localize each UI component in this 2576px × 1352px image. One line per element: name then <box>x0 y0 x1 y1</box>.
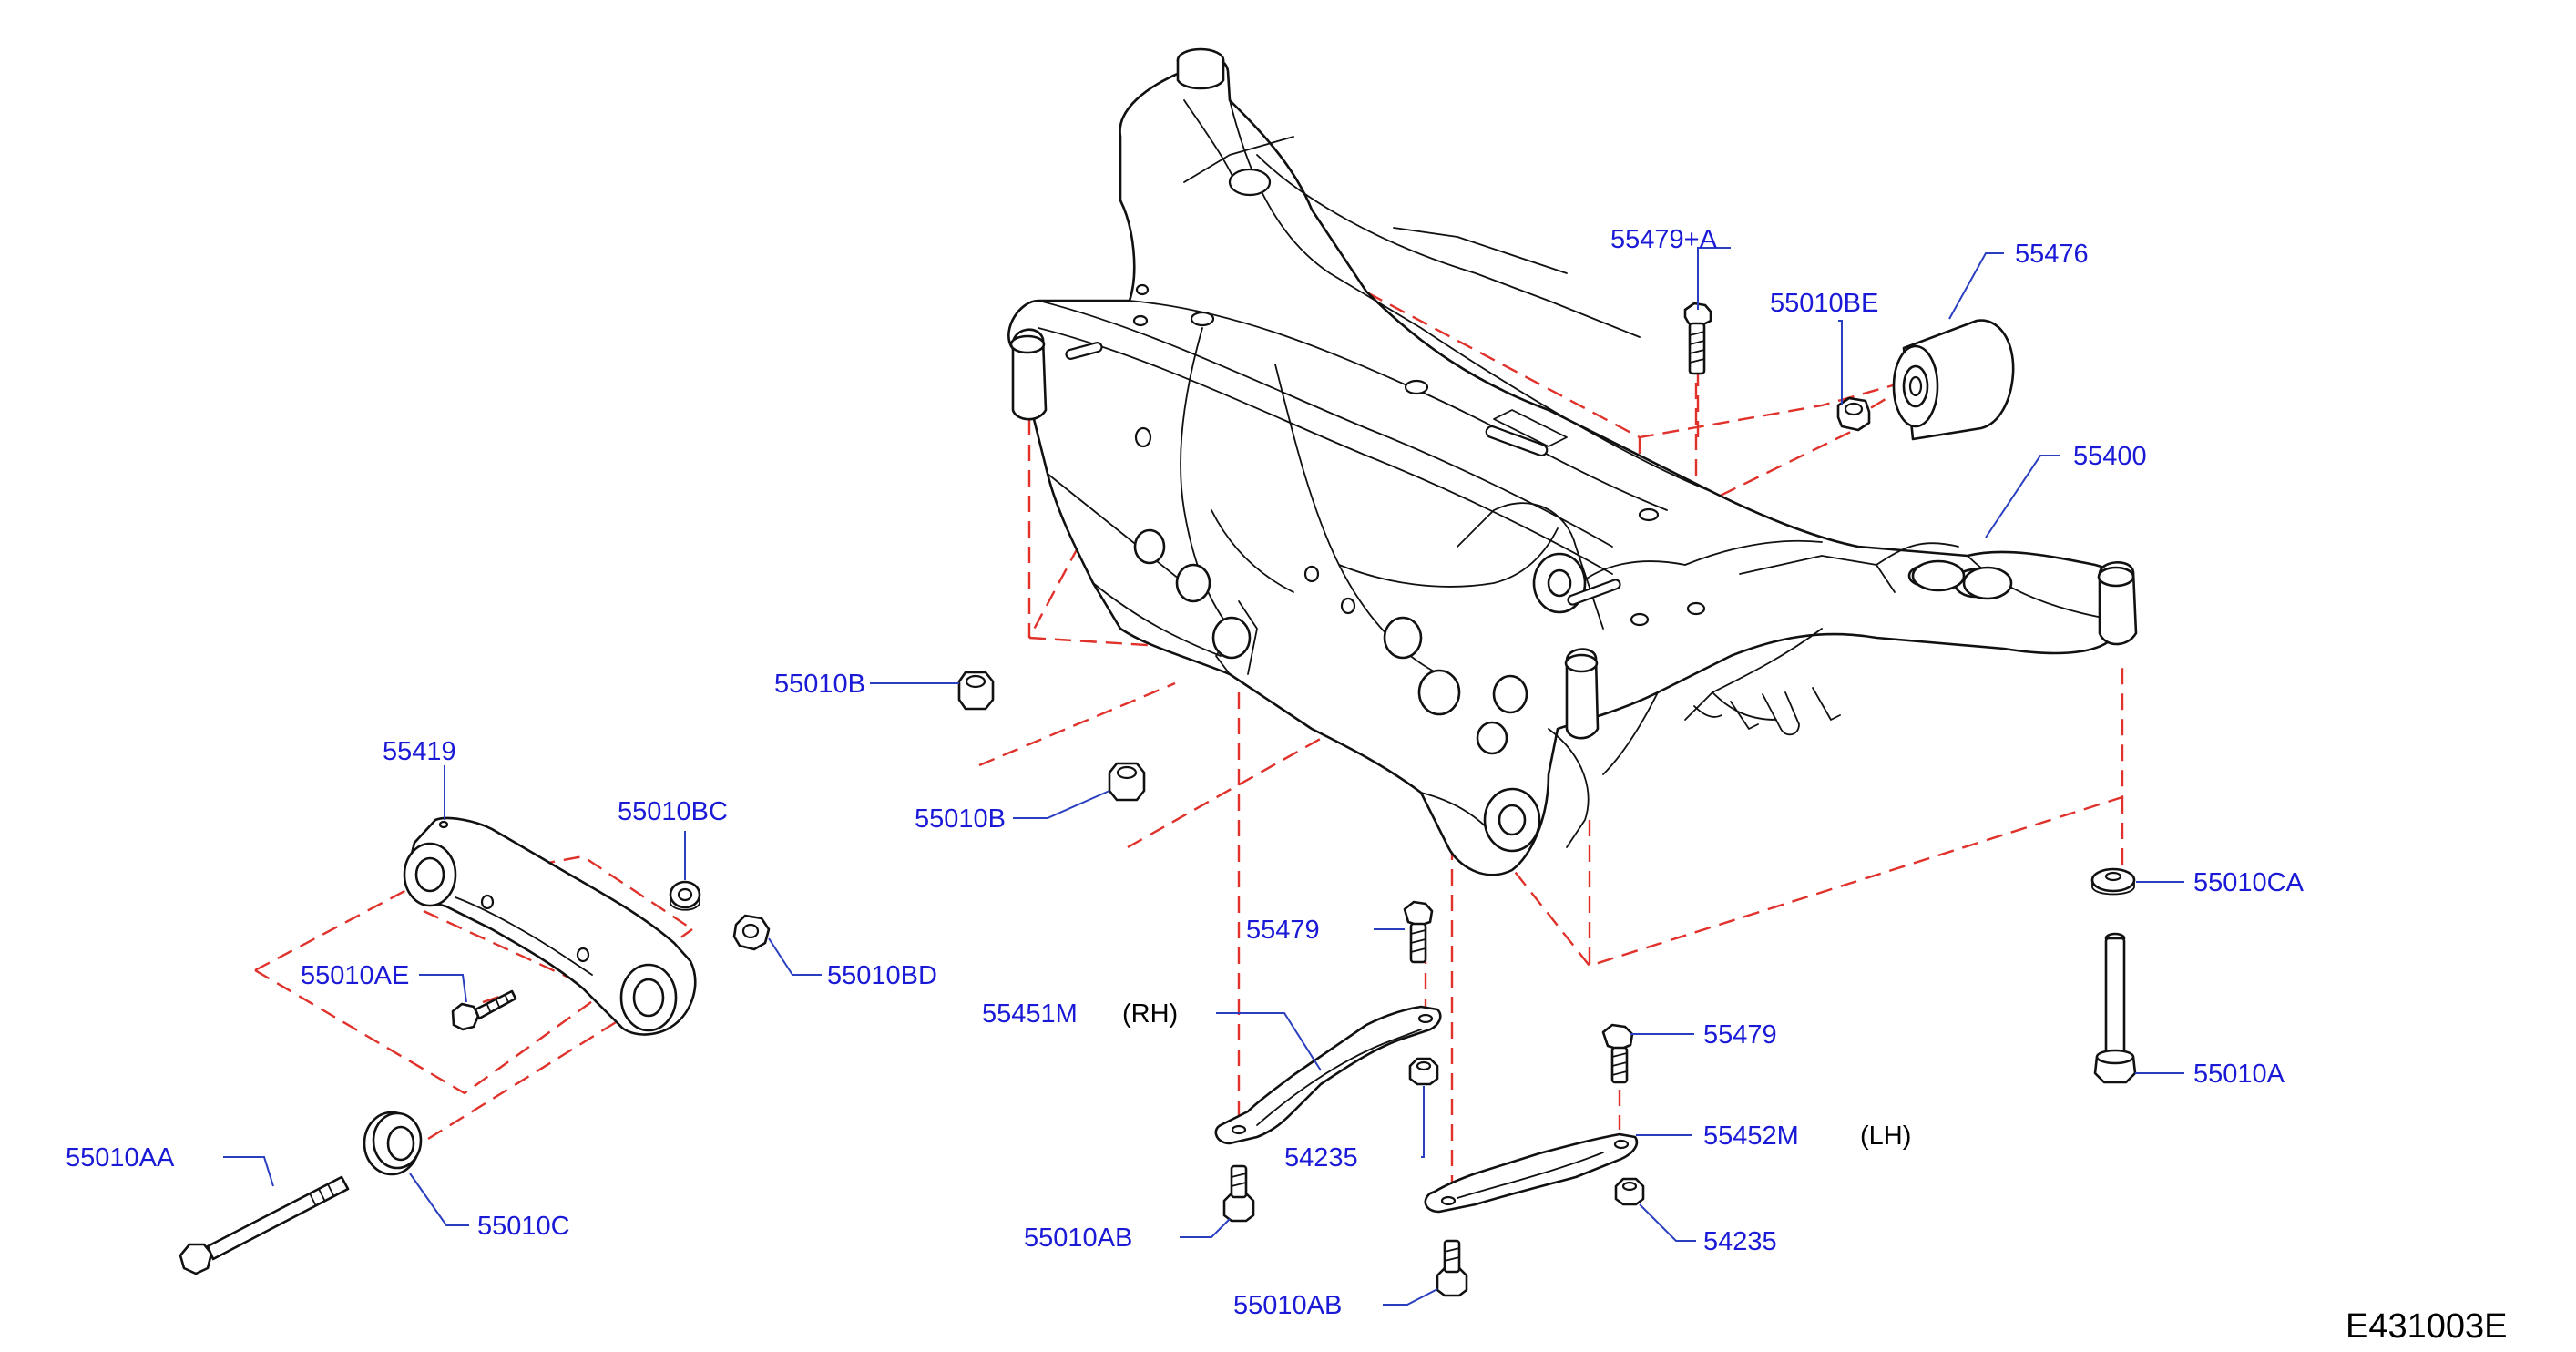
callout-labels: 55479+A 55010BE 55476 55400 55010B 55010… <box>66 225 2508 1346</box>
callout-55010BD[interactable]: 55010BD <box>827 961 937 990</box>
rear-lateral-link-55419[interactable] <box>403 816 697 1036</box>
callout-55476[interactable]: 55476 <box>2015 240 2089 269</box>
nut-54235-upper[interactable] <box>1408 1057 1439 1086</box>
callout-54235-lower[interactable]: 54235 <box>1703 1227 1777 1256</box>
callout-55451M[interactable]: 55451M <box>982 999 1078 1029</box>
callout-55479-upper[interactable]: 55479 <box>1246 916 1320 945</box>
leader-lines <box>223 247 2184 1306</box>
bolt-55479A[interactable] <box>1683 302 1712 375</box>
bolt-55010AB-rh[interactable] <box>1222 1164 1255 1223</box>
nut-55010B-upper[interactable] <box>957 671 995 711</box>
bolt-55010AE[interactable] <box>451 989 517 1031</box>
callout-55479-lower[interactable]: 55479 <box>1703 1020 1777 1050</box>
callout-55010AE[interactable]: 55010AE <box>301 961 409 990</box>
nut-55010B-lower[interactable] <box>1108 762 1146 802</box>
bracket-55451M-rh[interactable] <box>1214 1005 1442 1145</box>
nut-55010BE[interactable] <box>1836 396 1871 432</box>
bolt-55479-lower[interactable] <box>1601 1023 1634 1084</box>
washer-55010BC[interactable] <box>669 880 701 911</box>
side-label-rh: (RH) <box>1122 999 1178 1029</box>
member-bushing-55476[interactable] <box>1892 319 2015 441</box>
nut-54235-lower[interactable] <box>1614 1177 1645 1206</box>
bolt-55010AB-lh[interactable] <box>1436 1239 1468 1297</box>
callout-55010AA[interactable]: 55010AA <box>66 1143 175 1173</box>
bolt-55010AA[interactable] <box>179 1175 350 1275</box>
callout-55419[interactable]: 55419 <box>383 737 456 766</box>
callout-55400[interactable]: 55400 <box>2073 442 2147 471</box>
nut-55010BD[interactable] <box>732 914 771 951</box>
washer-55010C[interactable] <box>363 1111 423 1176</box>
callout-55010BE[interactable]: 55010BE <box>1770 289 1878 318</box>
side-label-lh: (LH) <box>1860 1122 1911 1151</box>
callout-55010B-lower[interactable]: 55010B <box>915 804 1006 834</box>
callout-55010CA[interactable]: 55010CA <box>2193 868 2305 897</box>
callout-54235-upper[interactable]: 54235 <box>1284 1143 1358 1173</box>
bracket-55452M-lh[interactable] <box>1424 1132 1639 1214</box>
figure-id: E431003E <box>2346 1307 2508 1346</box>
bolt-55010A[interactable] <box>2093 932 2137 1084</box>
callout-55010C[interactable]: 55010C <box>477 1212 570 1241</box>
rear-suspension-member[interactable] <box>1007 47 2138 876</box>
callout-55010B-upper[interactable]: 55010B <box>774 670 865 699</box>
callout-55010BC[interactable]: 55010BC <box>618 797 728 826</box>
callout-55010AB-lh[interactable]: 55010AB <box>1233 1291 1342 1320</box>
callout-55452M[interactable]: 55452M <box>1703 1122 1799 1151</box>
washer-55010CA[interactable] <box>2090 867 2136 896</box>
callout-55479A[interactable]: 55479+A <box>1610 225 1718 254</box>
bolt-55479-upper[interactable] <box>1403 900 1434 964</box>
callout-55010A[interactable]: 55010A <box>2193 1060 2285 1089</box>
callout-55010AB-rh[interactable]: 55010AB <box>1024 1224 1132 1253</box>
